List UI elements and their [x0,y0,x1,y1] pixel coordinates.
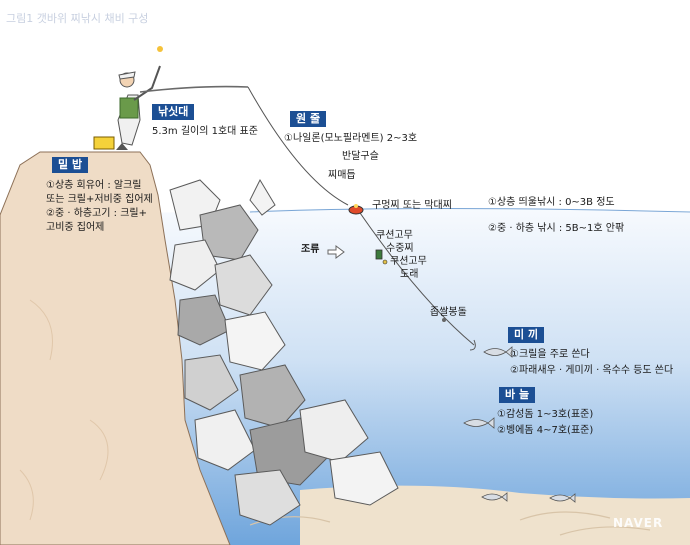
rocky-shore [0,151,231,545]
hook-notes: ①감성돔 1~3호(표준) ②벵에돔 4~7호(표준) [497,408,593,438]
cushion-rubber-lower-label: 쿠션고무 [390,256,427,267]
groundbait-line: ①상층 회유어 : 알크릴 [46,180,142,191]
main-line-desc: ①나일론(모노필라멘트) 2~3호 [284,133,418,144]
bait-notes: ①크릴을 주로 쓴다 ②파래새우 · 게미끼 · 옥수수 등도 쓴다 [510,348,673,378]
float-label: 구멍찌 또는 막대찌 [372,200,452,211]
groundbait-line: ②중 · 하층고기 : 크릴+ [46,208,148,219]
underwater-float-label: 수중찌 [386,243,414,254]
swivel-label: 도래 [400,269,419,280]
cushion-rubber-upper-label: 쿠션고무 [376,230,413,241]
current-label: 조류 [301,244,320,255]
underwater-line [357,209,475,346]
sea-bed [300,485,690,545]
fishing-rod [139,85,249,93]
bait-tag: 미 끼 [508,327,545,343]
bait-line: ②파래새우 · 게미끼 · 옥수수 등도 쓴다 [510,365,674,376]
groundbait-line: 또는 크릴+저비중 집어제 [46,194,153,205]
bait-line: ①크릴을 주로 쓴다 [510,349,590,360]
hook-line: ②벵에돔 4~7호(표준) [497,425,594,436]
groundbait-line: 고비중 집어제 [46,222,105,233]
split-shot-label: 좁쌀봉돌 [430,307,467,318]
groundbait-tag: 밑 밥 [52,157,89,173]
rod-desc: 5.3m 길이의 1호대 표준 [152,126,258,137]
naver-watermark: NAVER [613,516,664,530]
fish-group [463,346,576,503]
float-weight-lower: ②중 · 하층 낚시 : 5B~1호 안팎 [488,223,625,234]
hook-tag: 바 늘 [499,387,536,403]
main-line-tag: 원 줄 [290,111,327,127]
main-fishing-line [247,86,349,206]
water-surface-line [249,208,690,213]
current-arrow [327,245,345,259]
bead-label: 반달구슬 [342,151,379,162]
stopper-knot-label: 찌매듭 [328,170,356,181]
faint-title: 그림1 갯바위 찌낚시 채비 구성 [6,12,149,25]
angler [93,65,161,150]
float-weight-upper: ①상층 띄울낚시 : 0~3B 정도 [488,197,615,208]
tetrapods [169,178,399,526]
groundbait-notes: ①상층 회유어 : 알크릴 또는 크릴+저비중 집어제 ②중 · 하층고기 : … [46,179,153,235]
hook-line: ①감성돔 1~3호(표준) [497,409,594,420]
float-weight-notes: ①상층 띄울낚시 : 0~3B 정도 ②중 · 하층 낚시 : 5B~1호 안팎 [488,196,624,236]
rod-tag: 낚싯대 [152,104,195,120]
